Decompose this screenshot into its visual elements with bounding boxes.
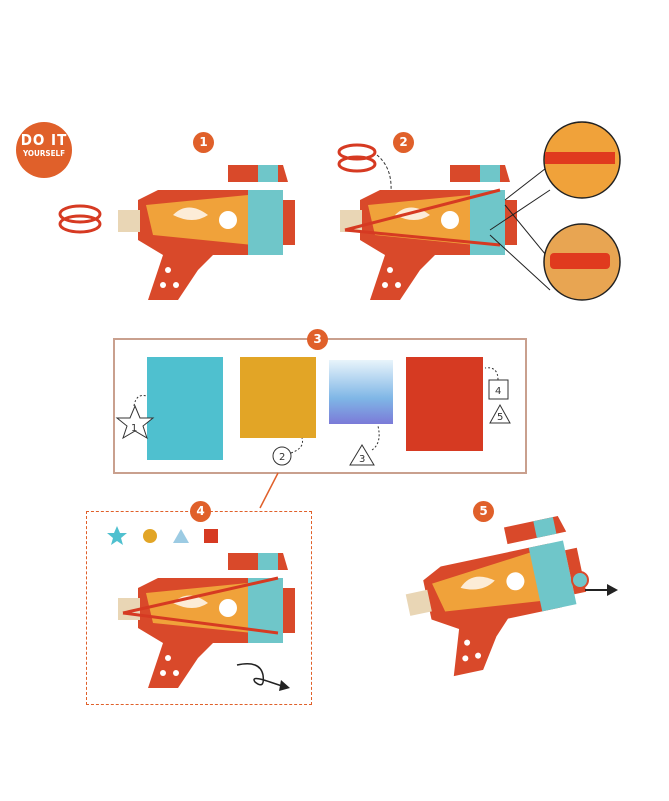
circle-sticker-icon	[143, 529, 157, 543]
sheet-labels: 1 2 3 4 5	[115, 367, 511, 509]
rubber-bands-icon	[337, 143, 392, 201]
triangle-label: 3	[359, 454, 365, 465]
step-1-badge: 1	[193, 132, 214, 153]
step-5-badge: 5	[473, 501, 494, 522]
step-4-badge: 4	[190, 501, 211, 522]
star-label: 1	[131, 423, 137, 434]
sticker-shapes-icons	[107, 526, 218, 545]
circle-label: 2	[279, 452, 285, 463]
silver-triangles-sheet	[329, 360, 393, 424]
detail-zoom-callouts	[489, 121, 621, 301]
logo-line1: DO IT	[20, 131, 68, 149]
step-5-gun-illustration	[396, 513, 598, 683]
logo-line2: YOURSELF	[22, 149, 66, 158]
square-label: 4	[495, 386, 501, 397]
curved-arrow-icon	[236, 663, 290, 691]
square-sticker-icon	[204, 529, 218, 543]
do-it-yourself-logo: DO IT YOURSELF	[16, 122, 72, 178]
blue-glitter-sheet	[147, 357, 223, 460]
step-3-badge: 3	[307, 329, 328, 350]
step-2-gun-illustration	[340, 165, 517, 300]
star-sticker-icon	[107, 526, 127, 545]
step-1-gun-illustration	[118, 165, 295, 300]
step-4-gun-illustration	[118, 553, 295, 688]
triangle-sticker-icon	[173, 529, 189, 543]
step-2-badge: 2	[393, 132, 414, 153]
shoot-arrow-icon	[585, 584, 618, 596]
rubber-bands-icon	[58, 204, 102, 234]
triangle-5-label: 5	[497, 412, 503, 423]
gold-circles-sheet	[240, 357, 316, 438]
red-squares-sheet	[406, 357, 483, 451]
